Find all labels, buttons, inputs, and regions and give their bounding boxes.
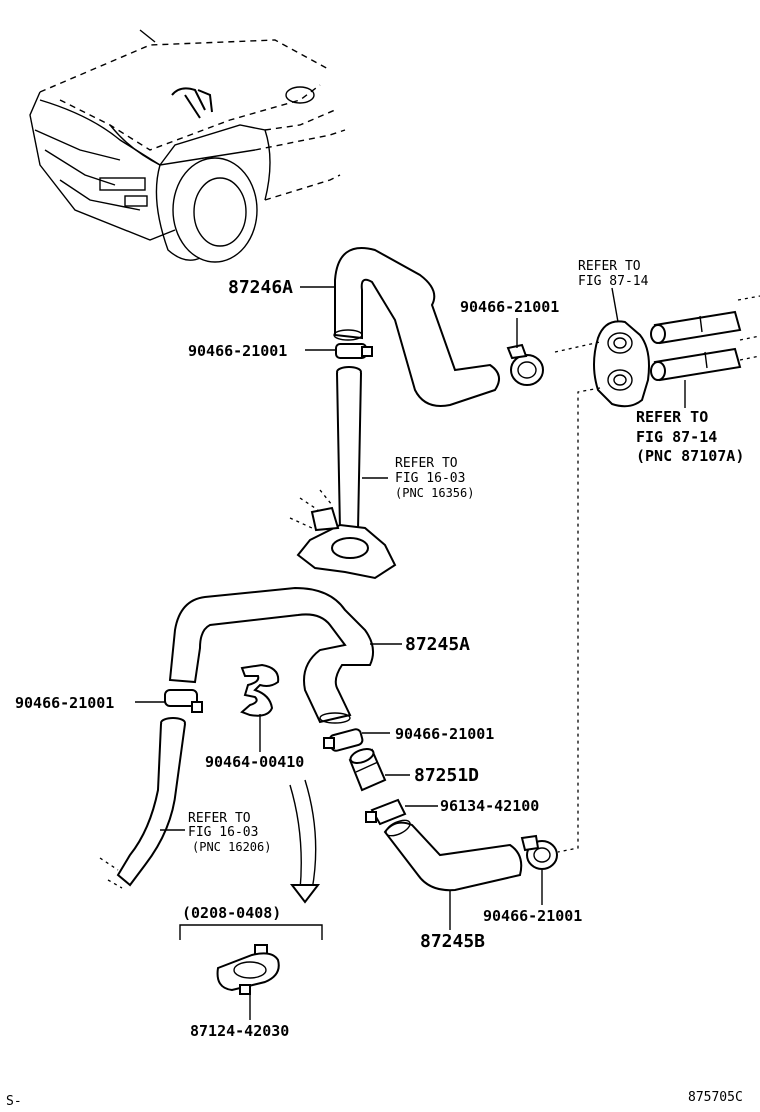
clamp-mid-left: [164, 689, 203, 713]
label-clamp-mid-right: 90466-21001: [395, 725, 494, 743]
label-refer-fig1603-top-3: (PNC 16356): [395, 486, 474, 500]
label-clamp-top-left: 90466-21001: [188, 342, 287, 360]
clamp-96134: [365, 798, 407, 826]
label-refer-fig1603-bot-2: FIG 16-03: [188, 825, 258, 840]
heater-grommet: [593, 295, 760, 408]
label-90464: 90464-00410: [205, 753, 304, 771]
hose-87246a: [333, 247, 500, 407]
illustration-number: 875705C: [688, 1090, 743, 1105]
label-87245a: 87245A: [405, 634, 470, 655]
clip-90464: [240, 663, 280, 717]
label-refer-fig8714-top-2: FIG 87-14: [578, 274, 649, 289]
label-refer-fig8714-top-1: REFER TO: [578, 259, 641, 274]
vehicle-illustration: [29, 29, 346, 263]
label-refer-fig1603-bot-1: REFER TO: [188, 811, 251, 826]
heater-pipe-left: [99, 717, 186, 889]
clamp-bottom-right: [520, 834, 558, 870]
label-date-range: (0208-0408): [182, 904, 281, 922]
clamp-upper-right: [506, 343, 544, 386]
label-87124: 87124-42030: [190, 1022, 289, 1040]
label-refer-fig1603-bot-3: (PNC 16206): [192, 840, 271, 854]
connection-dashed-line: [554, 341, 601, 853]
label-96134: 96134-42100: [440, 797, 539, 815]
date-range-bracket: [179, 924, 323, 940]
union-87251d: [348, 748, 387, 792]
hose-87245b: [383, 819, 523, 892]
label-refer-fig8714-bot-3: (PNC 87107A): [636, 447, 744, 465]
clamp-mid-right: [323, 728, 364, 752]
label-87246a: 87246A: [228, 277, 293, 298]
water-outlet-pipe: [289, 366, 397, 580]
label-87245b: 87245B: [420, 931, 485, 952]
label-clamp-bottom-right: 90466-21001: [483, 907, 582, 925]
label-clamp-mid-left: 90466-21001: [15, 694, 114, 712]
label-clamp-top-right: 90466-21001: [460, 298, 559, 316]
label-87251d: 87251D: [414, 765, 479, 786]
label-refer-fig8714-bot-1: REFER TO: [636, 408, 708, 426]
hose-87245a: [168, 586, 375, 724]
variant-arrow: [289, 779, 321, 904]
label-refer-fig1603-top-1: REFER TO: [395, 456, 458, 471]
label-refer-fig8714-bot-2: FIG 87-14: [636, 428, 717, 446]
leader-lines: [135, 286, 686, 1020]
label-refer-fig1603-top-2: FIG 16-03: [395, 471, 465, 486]
corner-code-left: S-: [6, 1094, 22, 1109]
clamp-upper-left: [335, 343, 373, 359]
clamp-87124: [216, 944, 280, 995]
